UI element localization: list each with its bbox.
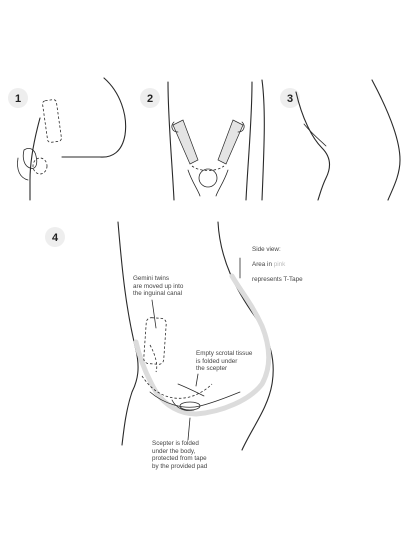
step-3-panel: 3 xyxy=(261,79,401,201)
step-2-left-side xyxy=(167,81,175,201)
step-2-panel: 2 xyxy=(140,81,253,201)
step-2-legs xyxy=(187,169,229,197)
step-4-badge xyxy=(45,227,65,247)
step-2-left-tape xyxy=(172,119,199,165)
step-2-badge xyxy=(140,88,160,108)
step-1-body-outline xyxy=(61,77,127,158)
step-1-pad-outline xyxy=(42,99,62,143)
label-empty-scrotal: Empty scrotal tissue is folded under the… xyxy=(196,350,253,373)
step-3-back-outline xyxy=(371,79,401,201)
step-1-scepter xyxy=(22,148,38,169)
step-4-twins-outline xyxy=(143,317,167,365)
step-3-number: 3 xyxy=(287,93,293,105)
label-scepter-folded: Scepter is folded under the body, protec… xyxy=(152,440,208,470)
step-4-pad xyxy=(179,401,201,411)
step-4-panel: 4 xyxy=(45,221,274,451)
step-3-badge xyxy=(280,88,300,108)
step-1-panel: 1 xyxy=(8,77,127,201)
step-2-right-tape xyxy=(217,119,244,165)
step-2-scepter xyxy=(198,168,218,188)
label-side-view-line1: Side view: xyxy=(252,245,281,253)
step-1-number: 1 xyxy=(15,93,21,105)
step-2-fold xyxy=(191,165,225,171)
step-1-thigh xyxy=(17,157,29,181)
step-3-front-outline xyxy=(261,79,265,201)
step-1-leg-outline xyxy=(29,117,41,201)
step-4-leader-scrotal xyxy=(195,373,199,387)
label-side-view-line3: represents T-Tape xyxy=(252,275,303,283)
step-2-left-tape-tab xyxy=(171,121,179,133)
step-4-front-outline xyxy=(117,221,139,446)
label-gemini-twins: Gemini twins are moved up into the ingui… xyxy=(133,275,184,298)
label-side-view: Side view: Area in pink represents T-Tap… xyxy=(252,238,362,284)
step-4-canal xyxy=(149,344,158,373)
label-side-view-line2: Area in xyxy=(252,260,274,268)
step-4-tape-area xyxy=(133,273,272,417)
step-1-badge xyxy=(8,88,28,108)
step-2-right-side xyxy=(245,81,253,201)
label-side-view-highlight: pink xyxy=(273,260,286,268)
step-4-number: 4 xyxy=(52,232,59,244)
step-4-leader-gemini xyxy=(151,299,157,329)
step-2-right-tape-tab xyxy=(237,121,245,133)
step-1-twins xyxy=(32,157,48,175)
step-3-tape-edge xyxy=(303,123,327,147)
step-4-leader-scepter xyxy=(187,417,191,441)
step-3-crotch-outline xyxy=(295,91,331,201)
step-2-number: 2 xyxy=(147,93,153,105)
